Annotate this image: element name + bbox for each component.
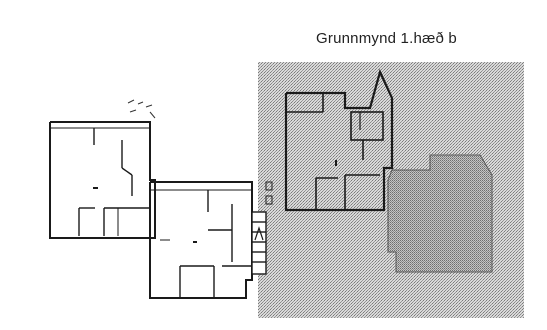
building-a-left-wing <box>49 121 156 239</box>
annotation-marks <box>127 99 156 119</box>
stair-link <box>251 181 273 275</box>
drawing-title: Grunnmynd 1.hæð b <box>316 30 457 47</box>
building-b <box>284 68 394 212</box>
site-area <box>258 62 524 318</box>
existing-building-footprint <box>387 154 493 273</box>
building-a-right-wing <box>149 181 253 299</box>
